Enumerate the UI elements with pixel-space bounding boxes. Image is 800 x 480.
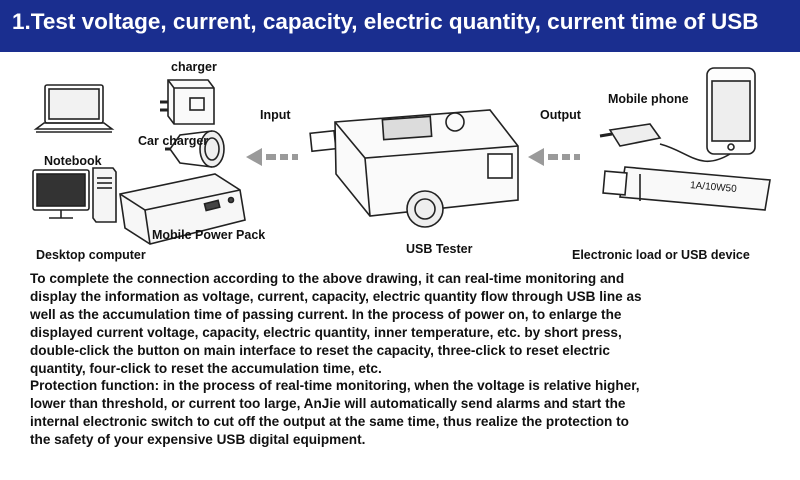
description-text: To complete the connection according to … — [30, 270, 795, 449]
desktop-computer-icon — [32, 167, 117, 223]
connection-diagram: charger Car charger Notebook Mobile Powe… — [0, 52, 800, 270]
power-bank-icon — [119, 173, 246, 245]
label-desktop-computer: Desktop computer — [36, 248, 146, 262]
electronic-load-icon — [602, 166, 771, 211]
charger-icon — [160, 79, 215, 125]
body-line: To complete the connection according to … — [30, 271, 625, 286]
label-mobile-phone: Mobile phone — [608, 92, 689, 106]
body-line: displayed current voltage, capacity, ele… — [30, 324, 622, 340]
body-line: internal electronic switch to cut off th… — [30, 414, 629, 430]
body-line: well as the accumulation time of passing… — [30, 306, 622, 322]
mobile-phone-icon — [599, 67, 756, 163]
banner-title: 1.Test voltage, current, capacity, elect… — [12, 9, 759, 34]
label-charger: charger — [171, 60, 217, 74]
label-input: Input — [260, 108, 291, 122]
arrow-input-icon — [246, 148, 298, 166]
diagram-drawing — [32, 67, 771, 245]
arrow-output-icon — [528, 148, 580, 166]
label-notebook: Notebook — [44, 154, 102, 168]
body-line: Protection function: in the process of r… — [30, 378, 640, 394]
label-output: Output — [540, 108, 581, 122]
body-line: double-click the button on main interfac… — [30, 342, 610, 358]
label-car-charger: Car charger — [138, 134, 209, 148]
car-charger-icon — [165, 130, 225, 168]
laptop-icon — [33, 84, 115, 133]
body-line: display the information as voltage, curr… — [30, 288, 642, 304]
body-line: lower than threshold, or current too lar… — [30, 396, 626, 412]
body-line: quantity, four-click to reset the accumu… — [30, 360, 382, 376]
label-usb-tester: USB Tester — [406, 242, 473, 256]
title-banner: 1.Test voltage, current, capacity, elect… — [0, 0, 800, 52]
label-mobile-power-pack: Mobile Power Pack — [152, 228, 266, 242]
body-line: the safety of your expensive USB digital… — [30, 432, 366, 448]
usb-tester-icon — [309, 109, 519, 228]
label-electronic-load: Electronic load or USB device — [572, 248, 750, 262]
